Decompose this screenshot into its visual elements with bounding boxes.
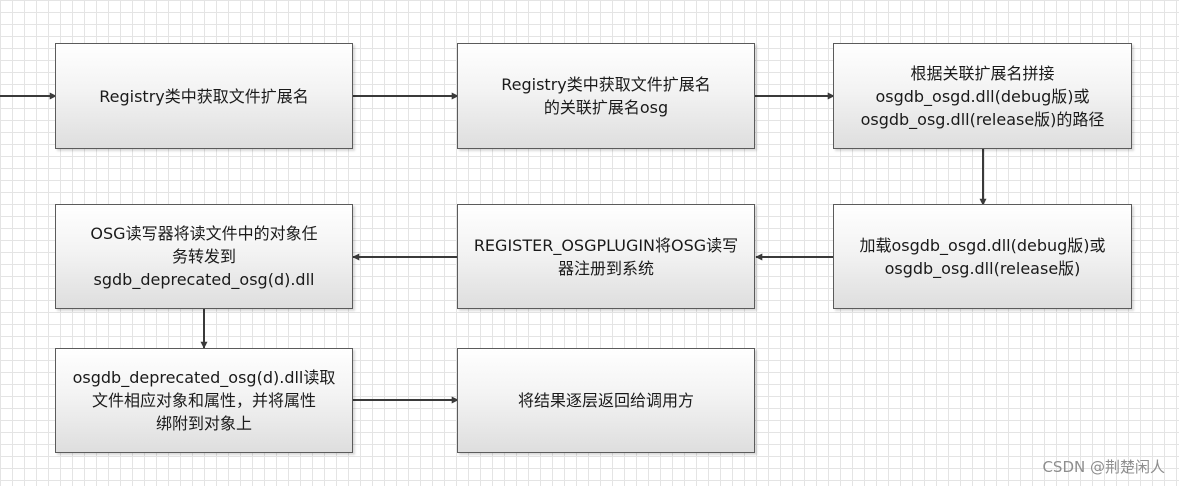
step-read-objects-and-attributes-label: osgdb_deprecated_osg(d).dll读取 文件相应对象和属性，…: [72, 368, 336, 433]
step-register-osg-plugin-label: REGISTER_OSGPLUGIN将OSG读写 器注册到系统: [473, 235, 739, 278]
step-forward-read-task: OSG读写器将读文件中的对象任 务转发到 sgdb_deprecated_osg…: [55, 204, 353, 309]
step-load-plugin-dll: 加载osgdb_osgd.dll(debug版)或 osgdb_osg.dll(…: [833, 204, 1132, 309]
step-return-result-to-caller-label: 将结果逐层返回给调用方: [517, 391, 694, 410]
step-get-file-extension: Registry类中获取文件扩展名: [55, 43, 353, 149]
step-build-plugin-path: 根据关联扩展名拼接 osgdb_osgd.dll(debug版)或 osgdb_…: [833, 43, 1132, 149]
step-return-result-to-caller: 将结果逐层返回给调用方: [457, 348, 755, 453]
step-build-plugin-path-label: 根据关联扩展名拼接 osgdb_osgd.dll(debug版)或 osgdb_…: [860, 63, 1105, 129]
step-read-objects-and-attributes: osgdb_deprecated_osg(d).dll读取 文件相应对象和属性，…: [55, 348, 353, 453]
step-forward-read-task-label: OSG读写器将读文件中的对象任 务转发到 sgdb_deprecated_osg…: [90, 224, 318, 289]
step-register-osg-plugin: REGISTER_OSGPLUGIN将OSG读写 器注册到系统: [457, 204, 755, 309]
watermark: CSDN @荆楚闲人: [1042, 458, 1165, 476]
step-get-associated-extension-label: Registry类中获取文件扩展名 的关联扩展名osg: [501, 75, 711, 117]
step-get-file-extension-label: Registry类中获取文件扩展名: [99, 86, 309, 106]
step-get-associated-extension: Registry类中获取文件扩展名 的关联扩展名osg: [457, 43, 755, 149]
step-load-plugin-dll-label: 加载osgdb_osgd.dll(debug版)或 osgdb_osg.dll(…: [859, 235, 1106, 278]
